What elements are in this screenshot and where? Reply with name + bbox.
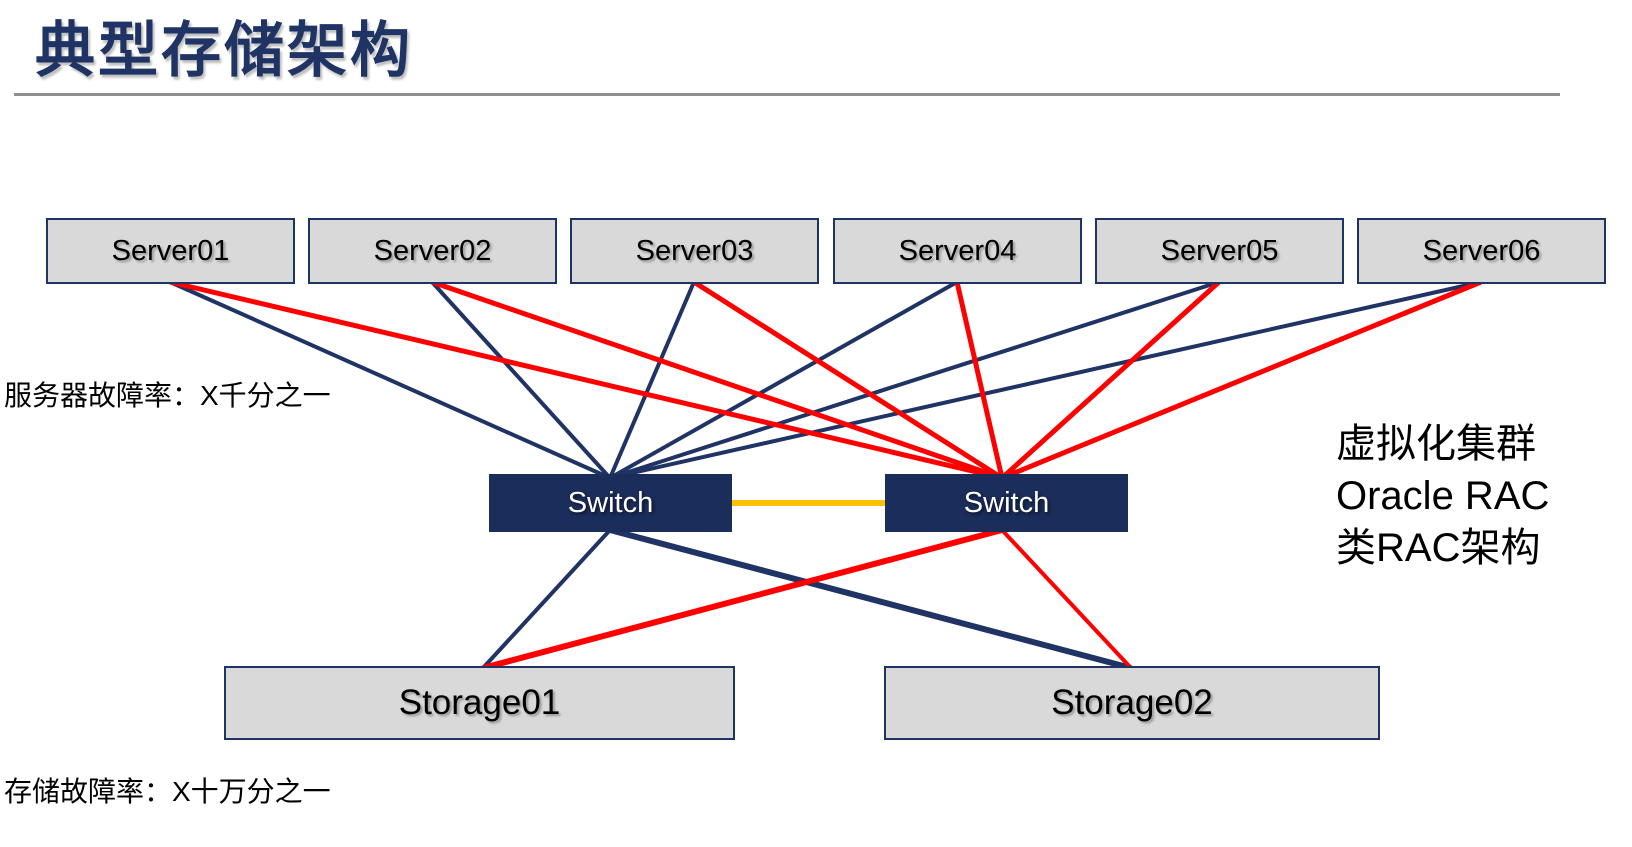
server-box-3: Server03 bbox=[570, 218, 819, 284]
edge-server2-switchB bbox=[431, 279, 1003, 481]
edge-server3-switchB bbox=[692, 279, 1004, 481]
server-box-6: Server06 bbox=[1357, 218, 1606, 284]
edge-switchB-storage2 bbox=[1000, 528, 1133, 670]
server-failure-rate-label: 服务器故障率：X千分之一 bbox=[4, 380, 331, 411]
page-title: 典型存储架构 bbox=[35, 17, 413, 84]
switch-label: Switch bbox=[963, 486, 1050, 519]
cluster-note-line-3: 类RAC架构 bbox=[1336, 526, 1541, 570]
edge-server5-switchA bbox=[609, 280, 1220, 480]
edge-server4-switchB bbox=[954, 281, 1005, 479]
server-label: Server02 bbox=[373, 234, 492, 267]
server-box-2: Server02 bbox=[308, 218, 557, 284]
storage-box-2: Storage02 bbox=[884, 666, 1380, 740]
cluster-note: 虚拟化集群 Oracle RAC 类RAC架构 bbox=[1336, 418, 1549, 574]
title-divider bbox=[14, 93, 1560, 96]
edge-switchB-storage1 bbox=[482, 527, 1003, 671]
server-label: Server05 bbox=[1160, 234, 1279, 267]
edge-server3-switchA bbox=[608, 281, 696, 479]
edge-server6-switchB bbox=[1001, 279, 1482, 481]
server-box-1: Server01 bbox=[46, 218, 295, 284]
cluster-note-line-2: Oracle RAC bbox=[1336, 474, 1550, 518]
storage-failure-rate-label: 存储故障率：X十万分之一 bbox=[4, 776, 331, 807]
edge-server2-switchA bbox=[430, 280, 612, 480]
server-box-4: Server04 bbox=[833, 218, 1082, 284]
server-label: Server01 bbox=[111, 234, 230, 267]
edge-server4-switchA bbox=[609, 280, 958, 480]
edge-switchA-storage1 bbox=[481, 528, 612, 670]
storage-box-1: Storage01 bbox=[224, 666, 735, 740]
server-box-5: Server05 bbox=[1095, 218, 1344, 284]
server-label: Server03 bbox=[635, 234, 754, 267]
storage-label: Storage01 bbox=[398, 683, 561, 722]
edge-server6-switchA bbox=[609, 280, 1482, 480]
switch-box-2: Switch bbox=[885, 474, 1128, 532]
switch-label: Switch bbox=[567, 486, 654, 519]
cluster-note-line-1: 虚拟化集群 bbox=[1336, 422, 1536, 466]
edge-server1-switchA bbox=[169, 280, 611, 480]
server-label: Server06 bbox=[1422, 234, 1541, 267]
server-label: Server04 bbox=[898, 234, 1017, 267]
edge-server5-switchB bbox=[1000, 280, 1221, 480]
edge-server1-switchB bbox=[169, 279, 1003, 481]
edge-switchA-storage2 bbox=[609, 527, 1132, 671]
storage-label: Storage02 bbox=[1051, 683, 1213, 722]
switch-box-1: Switch bbox=[489, 474, 732, 532]
